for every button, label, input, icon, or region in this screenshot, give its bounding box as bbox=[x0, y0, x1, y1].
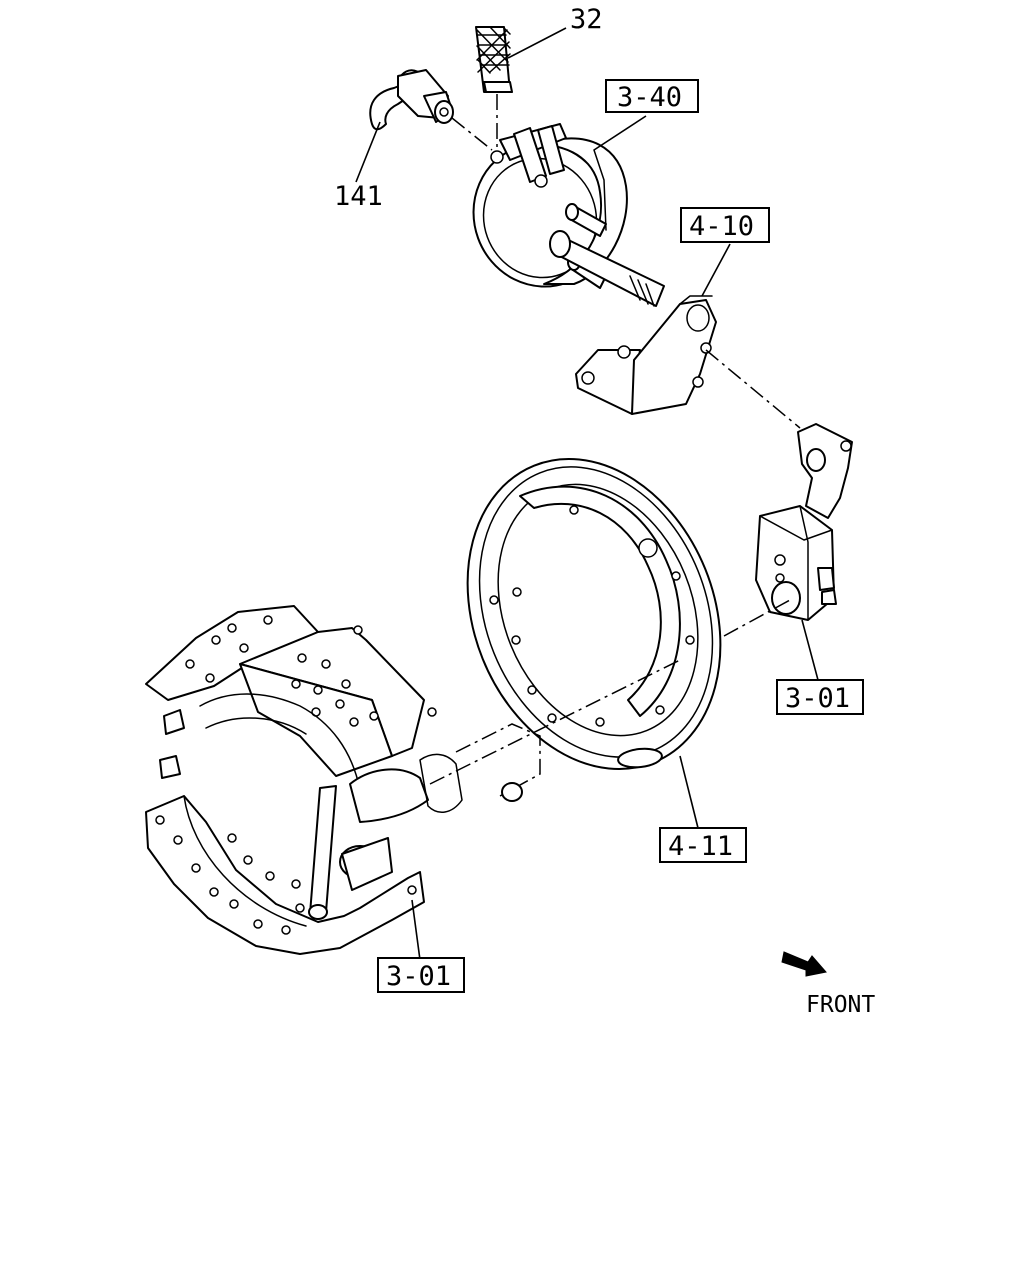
part-32-bolt[interactable] bbox=[475, 26, 513, 148]
part-4-11-backing-plate[interactable] bbox=[423, 421, 791, 808]
part-4-10-bracket[interactable] bbox=[575, 295, 801, 429]
front-label: FRONT bbox=[806, 992, 875, 1018]
callout-3-01-bottom-box[interactable]: 3-01 bbox=[377, 957, 465, 993]
part-141-fitting[interactable] bbox=[369, 66, 493, 151]
callout-3-01-right-box[interactable]: 3-01 bbox=[776, 679, 864, 715]
callout-4-10[interactable]: 4-10 bbox=[689, 211, 754, 242]
callout-3-01-right[interactable]: 3-01 bbox=[785, 683, 850, 714]
callout-3-40[interactable]: 3-40 bbox=[617, 82, 682, 113]
front-arrow-icon bbox=[781, 951, 827, 977]
callout-3-01-bottom[interactable]: 3-01 bbox=[386, 961, 451, 992]
part-3-40-brake-chamber[interactable] bbox=[453, 123, 665, 307]
callout-4-11[interactable]: 4-11 bbox=[668, 831, 733, 862]
callout-4-11-box[interactable]: 4-11 bbox=[659, 827, 747, 863]
callout-3-40-box[interactable]: 3-40 bbox=[605, 79, 699, 113]
part-3-01-slack-adjuster[interactable] bbox=[755, 423, 853, 621]
callout-4-10-box[interactable]: 4-10 bbox=[680, 207, 770, 243]
callout-141[interactable]: 141 bbox=[334, 181, 383, 212]
leader-lines bbox=[355, 27, 819, 961]
callout-32[interactable]: 32 bbox=[570, 4, 603, 35]
part-3-01-brake-shoe-assembly[interactable] bbox=[145, 605, 681, 955]
